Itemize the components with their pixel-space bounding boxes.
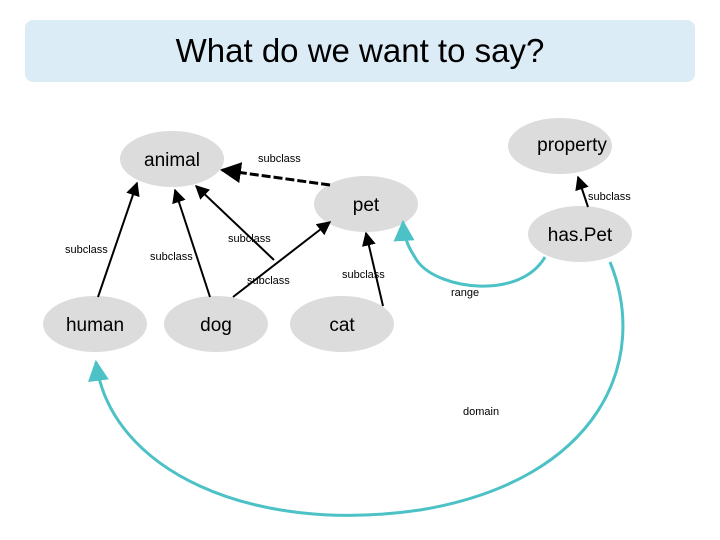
slide-title: What do we want to say?: [175, 32, 545, 69]
edge-label-dog-subclass-pet: subclass: [247, 275, 290, 287]
node-pet: [314, 176, 418, 232]
node-animal-label: animal: [144, 150, 200, 171]
node-cat: [290, 296, 394, 352]
edge-label-domain: domain: [463, 406, 499, 418]
edge-range: [393, 219, 547, 288]
edge-cat-subclass-animal: [194, 185, 275, 261]
node-property: [508, 118, 612, 174]
edge-label-cat-subclass-pet: subclass: [342, 269, 385, 281]
title-bar: What do we want to say?: [25, 20, 695, 82]
edge-cat-subclass-pet: [362, 231, 384, 307]
edge-label-haspet-subclass-property: subclass: [588, 191, 631, 203]
node-pet-label: pet: [353, 195, 380, 216]
node-dog: [164, 296, 268, 352]
edge-pet-subclass-animal: [219, 162, 331, 187]
edge-label-dog-subclass-animal: subclass: [150, 251, 193, 263]
node-dog-label: dog: [200, 315, 232, 336]
edge-label-cat-subclass-animal: subclass: [228, 233, 271, 245]
node-has-pet: [528, 206, 632, 262]
edge-human-subclass-animal: [97, 181, 140, 298]
edge-dog-subclass-animal: [172, 188, 211, 298]
node-human: [43, 296, 147, 352]
node-has-pet-label: has.Pet: [548, 225, 613, 246]
node-human-label: human: [66, 315, 124, 336]
edge-dog-subclass-pet: [232, 221, 332, 298]
edge-label-pet-subclass-animal: subclass: [258, 153, 301, 165]
node-animal: [120, 131, 224, 187]
node-cat-label: cat: [329, 315, 355, 336]
node-property-label: property: [537, 135, 607, 156]
edge-haspet-subclass-property: [575, 175, 589, 208]
edge-label-range: range: [451, 287, 479, 299]
edge-label-human-subclass-animal: subclass: [65, 244, 108, 256]
edge-domain: [88, 261, 625, 517]
